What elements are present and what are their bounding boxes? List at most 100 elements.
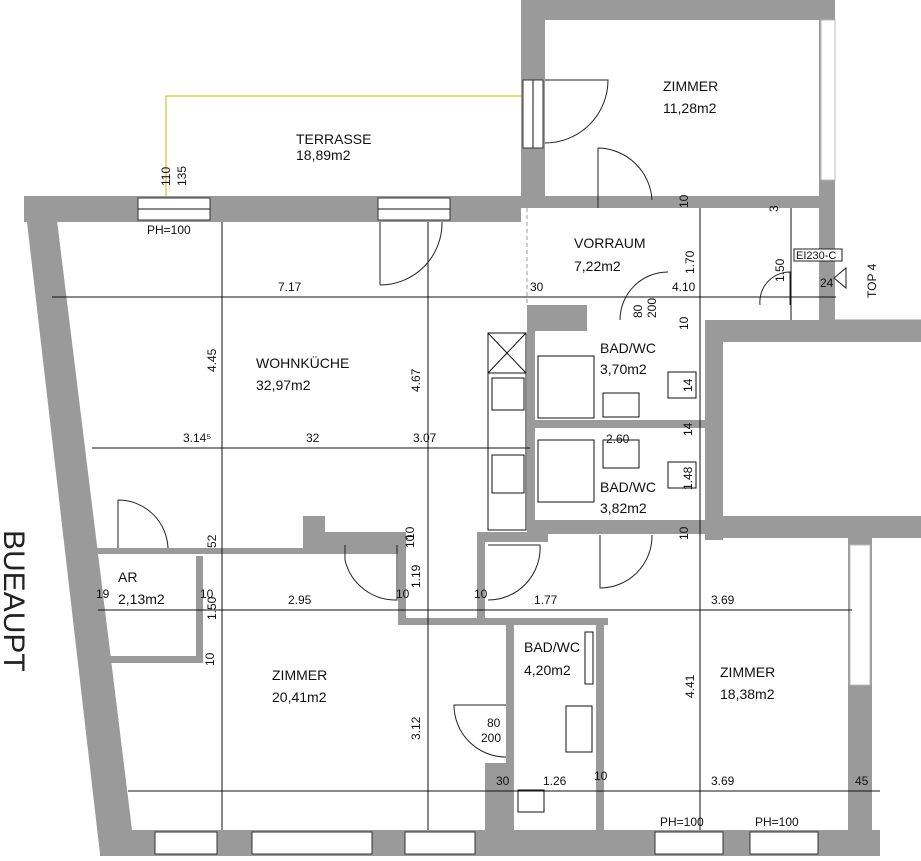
wall	[527, 305, 535, 530]
dim-text: 14	[681, 378, 695, 392]
wall	[325, 532, 405, 554]
other-labels: PH=100 PH=100 PH=100 EI230-C TOP 4 BUEAU…	[0, 223, 879, 829]
wall	[527, 420, 707, 428]
dim-text: 7.17	[278, 280, 302, 294]
window	[749, 831, 819, 855]
top-unit-label: TOP 4	[865, 263, 879, 298]
wall	[478, 532, 548, 542]
dim-text: 4.45	[205, 348, 219, 372]
wall	[705, 320, 921, 342]
window	[154, 831, 218, 855]
wall	[105, 656, 203, 663]
wall	[477, 532, 485, 622]
doors	[117, 79, 791, 758]
toilet	[517, 789, 545, 813]
room-area-ar: 2,13m2	[118, 591, 165, 607]
wall	[196, 556, 203, 661]
door-swing	[619, 271, 669, 321]
room-area-zimmer-right: 18,38m2	[720, 686, 775, 702]
door-swing	[544, 79, 609, 144]
terrace-outline	[165, 95, 521, 196]
door-swing	[453, 704, 507, 758]
bathtub	[537, 439, 595, 503]
dimension-texts: 110 135 7.17 30 4.10 24 4.45 4.67 1.70 1…	[96, 166, 869, 788]
door-swing	[344, 545, 398, 601]
dim-text: 3.14⁵	[183, 431, 211, 445]
room-name-vorraum: VORRAUM	[574, 235, 646, 251]
window	[251, 831, 373, 855]
dim-text: 1.50	[205, 596, 219, 620]
toilet	[667, 371, 697, 399]
wall	[95, 548, 305, 554]
dim-text: 200	[645, 298, 659, 318]
dim-text: 1.48	[681, 466, 695, 490]
room-name-ar: AR	[118, 569, 137, 585]
dim-text: 10	[677, 526, 691, 540]
dim-text: 2.95	[288, 593, 312, 607]
wall	[303, 516, 325, 554]
dim-text: 200	[481, 731, 501, 745]
fridge-x	[487, 332, 527, 374]
bathtub	[537, 355, 595, 419]
room-area-terrasse: 18,89m2	[296, 147, 351, 163]
shower	[565, 705, 593, 753]
kitchen-counter	[487, 332, 527, 531]
wall	[527, 520, 707, 534]
dim-text: 10	[396, 587, 410, 601]
dim-text: 3.12	[409, 716, 423, 740]
unit-entry-marker	[833, 266, 847, 290]
room-name-zimmer-right: ZIMMER	[720, 664, 775, 680]
wall	[398, 532, 406, 624]
room-name-wohnkueche: WOHNKÜCHE	[256, 354, 349, 371]
dimension-lines	[52, 208, 921, 830]
stove	[491, 454, 525, 494]
dim-text: 10	[403, 534, 417, 548]
dim-text: 110	[159, 167, 173, 186]
wall	[705, 516, 921, 538]
dim-text: 3.69	[711, 593, 735, 607]
dim-text: 10	[677, 316, 691, 330]
wall	[596, 622, 604, 832]
dim-text: 10	[200, 587, 214, 601]
wall	[485, 763, 507, 830]
door-swing	[379, 221, 443, 286]
washbasin	[602, 439, 640, 469]
dim-text: 4.10	[672, 280, 696, 294]
dim-text: 14	[681, 422, 695, 436]
washbasin	[602, 392, 640, 418]
dim-text: 10	[594, 769, 608, 783]
door-swing	[759, 271, 791, 306]
dim-text: 30	[530, 280, 544, 294]
wall	[545, 196, 825, 208]
dim-text: 4.67	[409, 368, 423, 392]
walls	[24, 0, 921, 856]
door-swing	[487, 544, 541, 601]
ph-label-bottom-1: PH=100	[660, 815, 704, 829]
dim-text: 10	[203, 652, 217, 666]
dim-text: 1.70	[683, 250, 697, 274]
room-area-bad-wc-1: 3,70m2	[600, 361, 647, 377]
ph-label-bottom-2: PH=100	[755, 815, 799, 829]
street-label: BUEAUPT	[0, 530, 30, 672]
fire-door-label: EI230-C	[796, 250, 836, 262]
dim-text: 80	[631, 304, 645, 318]
wall	[506, 622, 514, 832]
dim-text: 1.77	[534, 593, 558, 607]
dim-text: 2.60	[606, 432, 630, 446]
fire-door-box	[793, 248, 843, 262]
dim-text: 45	[855, 774, 869, 788]
room-name-zimmer-left: ZIMMER	[272, 667, 327, 683]
windows	[137, 19, 871, 855]
room-name-bad-wc-2: BAD/WC	[600, 479, 656, 495]
room-area-zimmer-top: 11,28m2	[663, 100, 717, 116]
toilet	[667, 461, 697, 489]
window	[820, 19, 836, 181]
door-swing	[597, 147, 653, 208]
dim-text: 1.26	[543, 774, 567, 788]
dim-text: 32	[306, 431, 320, 445]
room-area-wohnkueche: 32,97m2	[256, 377, 311, 393]
dim-text: 3.69	[711, 774, 735, 788]
room-name-zimmer-top: ZIMMER	[663, 78, 718, 94]
dim-text: 1.50	[773, 258, 787, 282]
